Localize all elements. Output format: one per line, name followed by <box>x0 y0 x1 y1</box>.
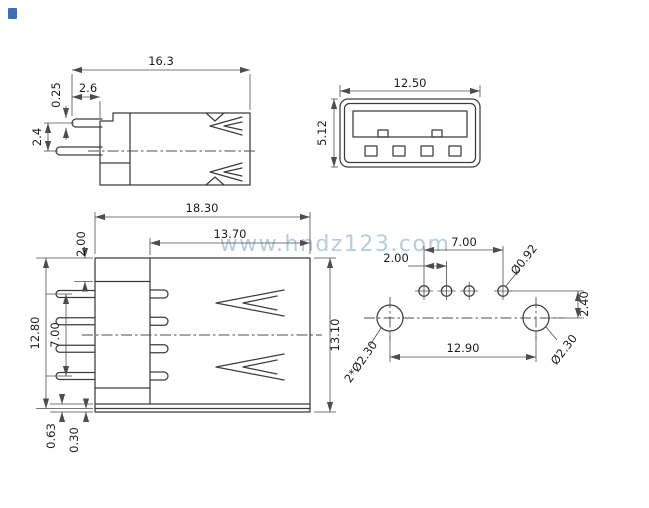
watermark: www.hndz123.com <box>220 232 451 257</box>
dim-footprint-row-offset: 2.40 <box>577 291 591 317</box>
front-contact-1 <box>364 145 378 157</box>
side-shell-outline <box>99 112 251 186</box>
dim-plan-pin-span: 7.00 <box>48 322 62 348</box>
plan-pin-3 <box>55 344 96 353</box>
front-latch-window-right <box>431 129 443 138</box>
dim-footprint-pin-hole-dia: Ø0.92 <box>508 242 540 278</box>
front-shell-inner <box>343 102 477 164</box>
footprint-dimensions: 7.00 2.00 Ø0.92 2.40 12.90 2*Ø2.30 Ø2.30 <box>341 235 591 385</box>
dim-footprint-mount-span: 12.90 <box>447 341 480 355</box>
dim-plan-step-small: 0.30 <box>67 427 81 453</box>
front-view: 12.50 5.12 <box>315 76 481 168</box>
dim-footprint-pin-pitch: 2.00 <box>383 251 409 265</box>
corner-mark <box>8 8 17 19</box>
side-dimensions: 16.3 2.6 2.4 0.25 <box>30 54 251 152</box>
plan-pin-2 <box>55 317 96 326</box>
side-latch-spring-top <box>209 116 243 136</box>
plan-dimensions: 18.30 13.70 2.00 12.80 7.00 13.10 0.63 <box>28 201 342 453</box>
dim-side-overall-length: 16.3 <box>148 54 174 68</box>
front-contact-2 <box>392 145 406 157</box>
dim-plan-width-left: 12.80 <box>28 317 42 350</box>
front-latch-window-left <box>377 129 389 138</box>
dim-side-pin-spacing: 2.4 <box>30 128 44 146</box>
side-view: 16.3 2.6 2.4 0.25 <box>30 54 258 186</box>
plan-spring-bottom <box>215 353 285 381</box>
front-shell-outer <box>339 98 481 168</box>
front-contact-4 <box>448 145 462 157</box>
plan-contact-1 <box>149 289 169 299</box>
front-tongue <box>352 110 468 138</box>
side-pin-upper <box>71 118 103 128</box>
plan-view: 18.30 13.70 2.00 12.80 7.00 13.10 0.63 <box>28 201 342 453</box>
dim-front-width: 12.50 <box>394 76 427 90</box>
dim-front-height: 5.12 <box>315 120 329 146</box>
footprint-view: 7.00 2.00 Ø0.92 2.40 12.90 2*Ø2.30 Ø2.30 <box>341 235 591 385</box>
front-contact-3 <box>420 145 434 157</box>
dim-plan-width-right: 13.10 <box>328 319 342 352</box>
dim-plan-edge-offset: 2.00 <box>74 231 88 257</box>
plan-spring-top <box>215 289 285 317</box>
front-dimensions: 12.50 5.12 <box>315 76 481 168</box>
dim-footprint-mount-dia: Ø2.30 <box>548 332 580 368</box>
dim-plan-step-large: 0.63 <box>44 423 58 449</box>
dim-plan-overall-length: 18.30 <box>186 201 219 215</box>
plan-contact-2 <box>149 316 169 326</box>
side-latch-spring-bottom <box>209 162 243 182</box>
dim-side-pin-thickness: 0.25 <box>49 82 63 108</box>
dim-footprint-mount-callout: 2*Ø2.30 <box>341 338 380 385</box>
dim-plan-shell-length: 13.70 <box>214 227 247 241</box>
dim-footprint-pin-row-span: 7.00 <box>451 235 477 249</box>
plan-contact-3 <box>149 344 169 354</box>
side-bottom-notch <box>205 176 225 186</box>
plan-contact-4 <box>149 371 169 381</box>
side-top-notch <box>205 112 225 122</box>
dim-side-pin-protrusion: 2.6 <box>79 81 97 95</box>
